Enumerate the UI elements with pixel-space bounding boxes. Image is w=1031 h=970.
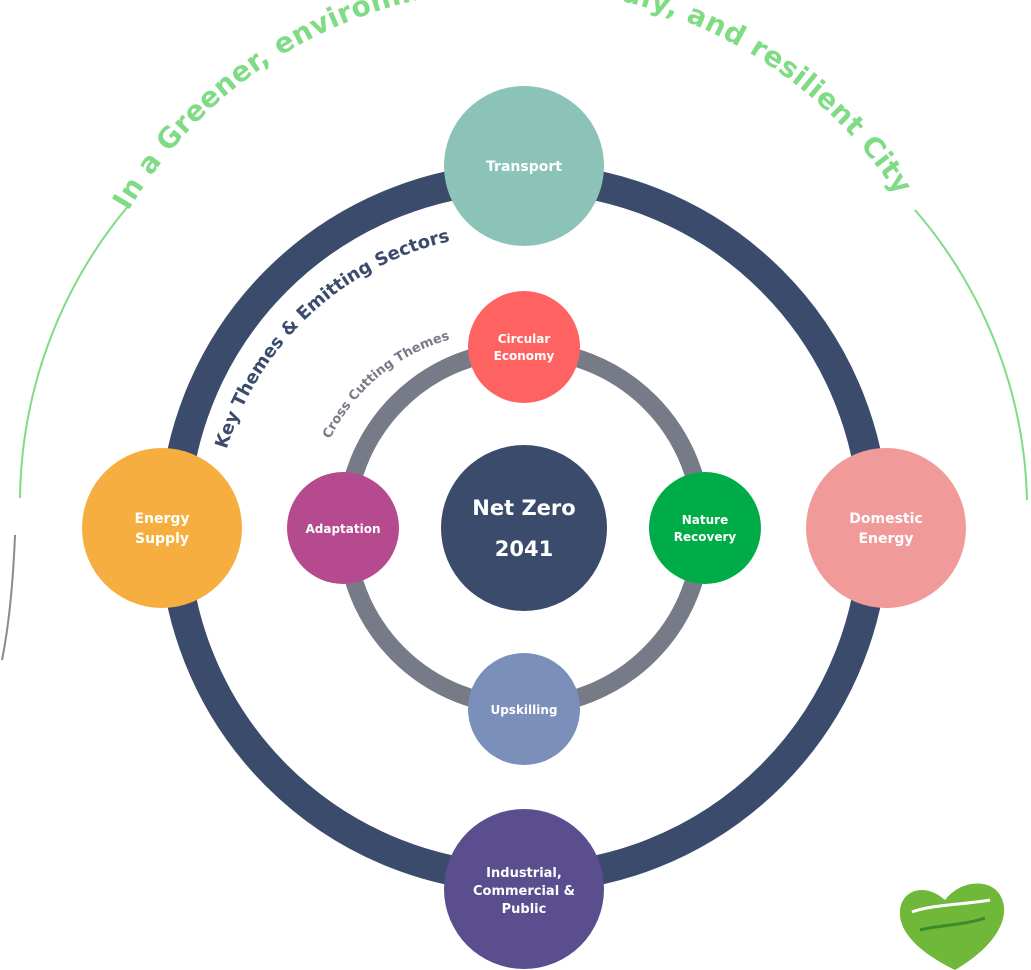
node-energy-supply: Energy Supply	[82, 448, 242, 608]
node-adaptation-label: Adaptation	[305, 522, 380, 536]
node-industrial: Industrial, Commercial & Public	[444, 809, 604, 969]
node-industrial-label-2: Commercial &	[473, 884, 575, 899]
center-title: Net Zero	[472, 496, 575, 520]
left-vision-arc	[19, 204, 130, 499]
node-transport: Transport	[444, 86, 604, 246]
center-node: Net Zero 2041	[441, 445, 607, 611]
center-year: 2041	[495, 537, 553, 561]
node-upskilling: Upskilling	[468, 653, 580, 765]
node-domestic-energy-label-1: Domestic	[849, 511, 922, 527]
node-energy-supply-label-2: Supply	[135, 531, 189, 547]
node-transport-label: Transport	[486, 159, 562, 175]
node-domestic-energy: Domestic Energy	[806, 448, 966, 608]
node-upskilling-label: Upskilling	[490, 703, 557, 717]
node-energy-supply-label-1: Energy	[134, 511, 189, 527]
node-nature-recovery: Nature Recovery	[649, 472, 761, 584]
node-circular-economy-label-1: Circular	[498, 332, 551, 346]
node-industrial-label-3: Public	[502, 902, 547, 917]
node-circular-economy: Circular Economy	[468, 291, 580, 403]
node-domestic-energy-label-2: Energy	[858, 531, 913, 547]
node-adaptation: Adaptation	[287, 472, 399, 584]
node-circular-economy-label-2: Economy	[494, 349, 555, 363]
heart-leaf-logo-icon	[899, 883, 1005, 970]
node-nature-recovery-label-1: Nature	[682, 513, 728, 527]
node-nature-recovery-label-2: Recovery	[674, 530, 737, 544]
right-vision-arc	[914, 209, 1028, 501]
left-grey-arc	[1, 534, 16, 661]
node-industrial-label-1: Industrial,	[486, 866, 562, 881]
